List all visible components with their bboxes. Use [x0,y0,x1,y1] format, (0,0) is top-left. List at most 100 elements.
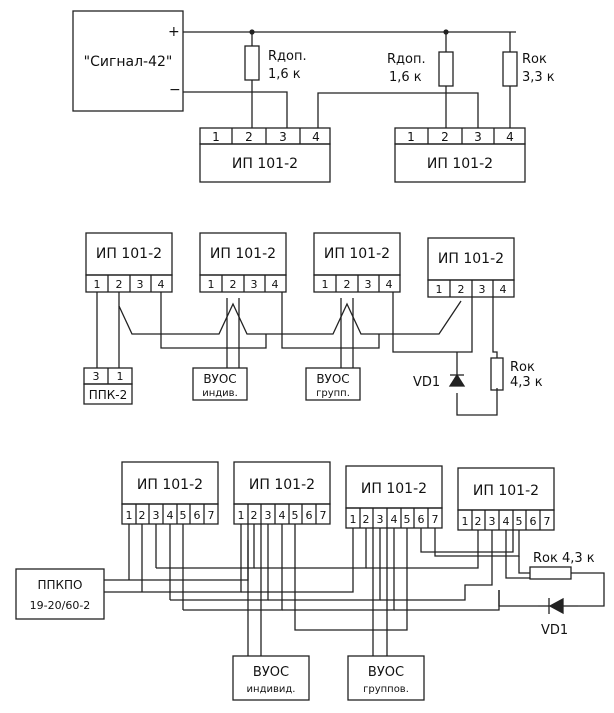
resistor-rdop-1-name: Rдоп. [268,49,307,64]
svg-text:7: 7 [544,515,551,528]
vuos-group: ВУОС групп. [305,367,361,401]
detector-2: 1 2 3 4 ИП 101-2 [394,127,526,183]
svg-text:ИП 101-2: ИП 101-2 [210,246,276,262]
svg-text:4: 4 [158,278,165,291]
svg-text:2: 2 [139,509,146,522]
svg-text:3: 3 [365,278,372,291]
svg-text:4: 4 [503,515,510,528]
svg-text:2: 2 [230,278,237,291]
minus-terminal-label: − [169,82,181,98]
plus-terminal-label: + [168,24,180,40]
svg-text:ИП 101-2: ИП 101-2 [137,477,203,493]
svg-text:2: 2 [441,130,449,144]
svg-text:1: 1 [126,509,133,522]
svg-text:6: 6 [306,509,313,522]
svg-text:2: 2 [251,509,258,522]
svg-text:3: 3 [279,130,287,144]
svg-text:2: 2 [475,515,482,528]
svg-text:1: 1 [322,278,329,291]
svg-text:4: 4 [391,513,398,526]
svg-text:ВУОС: ВУОС [368,665,404,680]
svg-text:1: 1 [350,513,357,526]
svg-text:1: 1 [462,515,469,528]
svg-text:ИП 101-2: ИП 101-2 [324,246,390,262]
svg-text:7: 7 [320,509,327,522]
d3-detector-4: ИП 101-2 1 2 3 4 5 6 7 [457,467,555,531]
resistor-rok-3 [529,566,572,580]
svg-text:ИП 101-2: ИП 101-2 [473,483,539,499]
detector-1: 1 2 3 4 ИП 101-2 [199,127,331,183]
svg-text:2: 2 [116,278,123,291]
svg-text:3: 3 [265,509,272,522]
svg-text:4: 4 [386,278,393,291]
svg-text:5: 5 [180,509,187,522]
svg-text:4: 4 [167,509,174,522]
svg-text:4: 4 [279,509,286,522]
svg-text:3: 3 [137,278,144,291]
d2-rok-value: 4,3 к [510,375,543,390]
resistor-rdop-2-value: 1,6 к [389,70,422,85]
signal-42-unit [72,10,184,112]
svg-text:6: 6 [530,515,537,528]
d3-detector-1: ИП 101-2 1 2 3 4 5 6 7 [121,461,219,525]
svg-text:ВУОС: ВУОС [203,372,236,386]
d2-rok-name: Rок [510,360,535,375]
svg-text:1: 1 [94,278,101,291]
svg-text:ВУОС: ВУОС [316,372,349,386]
svg-text:2: 2 [458,283,465,296]
resistor-rdop-1 [244,45,260,81]
signal-42-label: "Сигнал-42" [84,54,173,70]
svg-text:2: 2 [363,513,370,526]
svg-text:5: 5 [516,515,523,528]
resistor-rok-1-name: Rок [522,52,547,67]
svg-text:1: 1 [117,370,124,383]
resistor-rok-1-value: 3,3 к [522,70,555,85]
svg-text:группов.: группов. [363,684,409,695]
svg-text:5: 5 [292,509,299,522]
resistor-rdop-2 [438,51,454,87]
svg-text:2: 2 [245,130,253,144]
svg-text:6: 6 [418,513,425,526]
d2-detector-3: ИП 101-2 1 2 3 4 [313,232,401,293]
detector-1-label: ИП 101-2 [232,156,298,172]
ppk-2-label: ППК-2 [89,388,128,402]
svg-text:ИП 101-2: ИП 101-2 [249,477,315,493]
d3-detector-3: ИП 101-2 1 2 3 4 5 6 7 [345,465,443,529]
svg-text:5: 5 [404,513,411,526]
svg-text:4: 4 [506,130,514,144]
svg-text:1: 1 [212,130,220,144]
svg-text:1: 1 [436,283,443,296]
svg-text:3: 3 [474,130,482,144]
svg-text:ВУОС: ВУОС [253,665,289,680]
svg-text:групп.: групп. [316,388,350,399]
d2-detector-4: ИП 101-2 1 2 3 4 [427,237,515,298]
resistor-rdop-1-value: 1,6 к [268,67,301,82]
svg-text:ИП 101-2: ИП 101-2 [361,481,427,497]
d2-detector-2: ИП 101-2 1 2 3 4 [199,232,287,293]
svg-text:4: 4 [272,278,279,291]
svg-text:1: 1 [208,278,215,291]
svg-text:ППКПО: ППКПО [37,578,82,592]
svg-text:1: 1 [238,509,245,522]
svg-text:индивид.: индивид. [247,684,296,695]
svg-text:ИП 101-2: ИП 101-2 [438,251,504,267]
vuos-indiv: ВУОС индив. [192,367,248,401]
svg-text:7: 7 [432,513,439,526]
d2-detector-1: ИП 101-2 1 2 3 4 [85,232,173,293]
svg-text:3: 3 [489,515,496,528]
diagram-3: ИП 101-2 1 2 3 4 5 6 7 ИП 101-2 1 2 3 4 … [15,461,605,701]
svg-text:7: 7 [208,509,215,522]
svg-text:индив.: индив. [202,388,238,399]
detector-2-label: ИП 101-2 [427,156,493,172]
svg-text:3: 3 [377,513,384,526]
diode-vd1 [448,373,466,387]
resistor-rok-1 [502,51,518,87]
d3-rok-label: Rок 4,3 к [533,551,595,566]
svg-text:4: 4 [500,283,507,296]
svg-text:4: 4 [312,130,320,144]
svg-text:ИП 101-2: ИП 101-2 [96,246,162,262]
d3-detector-2: ИП 101-2 1 2 3 4 5 6 7 [233,461,331,525]
d3-vuos-indiv: ВУОС индивид. [232,655,310,701]
resistor-rdop-2-name: Rдоп. [387,52,426,67]
